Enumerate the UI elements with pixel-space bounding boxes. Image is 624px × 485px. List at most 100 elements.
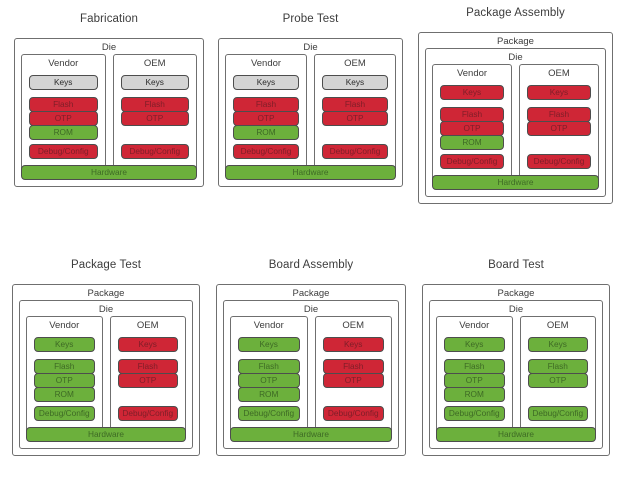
block-rom: ROM: [34, 386, 95, 402]
spacer: [528, 352, 589, 359]
block-keys: Keys: [34, 337, 95, 352]
block-otp: OTP: [238, 372, 300, 388]
die-label-package-assembly: Die: [508, 52, 523, 63]
block-otp: OTP: [322, 110, 388, 126]
column-label-oem: OEM: [136, 320, 159, 331]
hardware-bar-probe-test: Hardware: [225, 164, 396, 180]
block-flash: Flash: [440, 107, 504, 122]
die-label-fabrication: Die: [101, 42, 117, 53]
block-flash: Flash: [233, 97, 299, 112]
package-label-package-assembly: Package: [497, 36, 534, 47]
block-rom: ROM: [440, 134, 504, 150]
column-label-oem: OEM: [344, 58, 366, 69]
block-flash: Flash: [444, 359, 505, 374]
column-label-oem: OEM: [143, 58, 166, 69]
block-debug-config: Debug/Config: [233, 143, 299, 159]
hardware-bar-package-assembly: Hardware: [432, 174, 599, 190]
block-debug-config: Debug/Config: [117, 405, 178, 421]
panel-title-board-assembly: Board Assembly: [268, 259, 354, 271]
block-flash: Flash: [322, 359, 384, 374]
die-label-board-test: Die: [508, 304, 524, 315]
block-flash: Flash: [238, 359, 300, 374]
hardware-bar-board-assembly: Hardware: [230, 426, 392, 442]
block-keys: Keys: [322, 75, 388, 90]
block-otp: OTP: [117, 372, 178, 388]
spacer: [121, 126, 190, 144]
block-rom: ROM: [29, 124, 98, 140]
hardware-bar-package-test: Hardware: [26, 426, 186, 442]
spacer: [322, 126, 388, 144]
block-flash: Flash: [120, 97, 189, 112]
block-keys: Keys: [29, 75, 98, 90]
spacer: [118, 352, 179, 359]
spacer: [444, 352, 505, 359]
block-flash: Flash: [527, 107, 591, 122]
column-label-vendor: Vendor: [49, 320, 80, 331]
block-debug-config: Debug/Config: [527, 153, 591, 169]
column-label-vendor: Vendor: [456, 68, 488, 79]
panel-title-package-assembly: Package Assembly: [466, 7, 565, 19]
spacer: [527, 136, 591, 154]
block-rom: ROM: [444, 386, 505, 402]
block-keys: Keys: [527, 337, 588, 352]
panel-title-board-test: Board Test: [488, 259, 544, 271]
block-debug-config: Debug/Config: [120, 143, 189, 159]
block-keys: Keys: [238, 337, 300, 352]
block-otp: OTP: [120, 110, 189, 126]
block-otp: OTP: [322, 372, 384, 388]
column-label-oem: OEM: [548, 68, 570, 79]
block-otp: OTP: [440, 120, 504, 136]
block-flash: Flash: [527, 359, 588, 374]
column-label-oem: OEM: [546, 320, 569, 331]
panel-title-fabrication: Fabrication: [80, 13, 138, 25]
package-label-board-test: Package: [497, 288, 535, 299]
block-debug-config: Debug/Config: [322, 405, 384, 421]
spacer: [34, 352, 95, 359]
hardware-bar-board-test: Hardware: [436, 426, 596, 442]
spacer: [440, 100, 504, 107]
column-label-vendor: Vendor: [48, 58, 79, 69]
block-flash: Flash: [34, 359, 95, 374]
column-label-vendor: Vendor: [253, 320, 284, 331]
block-flash: Flash: [29, 97, 98, 112]
spacer: [118, 388, 179, 406]
panel-title-probe-test: Probe Test: [282, 13, 339, 25]
column-label-vendor: Vendor: [459, 320, 490, 331]
spacer: [323, 388, 385, 406]
spacer: [238, 352, 300, 359]
column-label-vendor: Vendor: [250, 58, 282, 69]
block-debug-config: Debug/Config: [322, 143, 388, 159]
